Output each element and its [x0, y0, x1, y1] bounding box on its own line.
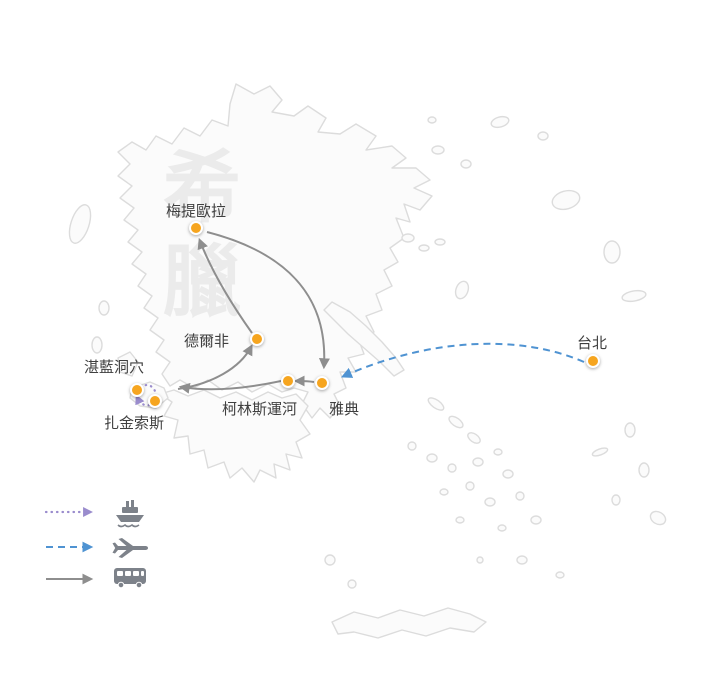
kefalonia-island	[117, 351, 139, 377]
city-label-blue-cave: 湛藍洞穴	[84, 358, 145, 376]
route-bus-corinth-zakynthos	[178, 380, 282, 394]
city-dot-meteora	[189, 221, 203, 235]
city-label-taipei: 台北	[577, 334, 608, 352]
city-dot-athens	[315, 376, 329, 390]
legend	[44, 500, 148, 589]
city-dot-corinth-canal	[281, 374, 295, 388]
city-label-meteora: 梅提歐拉	[166, 202, 227, 220]
plane-icon	[112, 538, 148, 558]
peloponnese-peninsula	[159, 389, 311, 483]
route-bus-meteora-athens	[206, 231, 330, 370]
euboea-island	[323, 301, 405, 377]
route-flight-taipei-athens	[340, 342, 585, 378]
city-dot-zakynthos	[148, 394, 162, 408]
city-label-zakynthos: 扎金索斯	[104, 414, 165, 432]
crete-island	[331, 607, 487, 639]
city-label-athens: 雅典	[329, 400, 360, 418]
route-bus-delphi-meteora	[197, 237, 253, 334]
city-dot-delphi	[250, 332, 264, 346]
city-label-delphi: 德爾非	[184, 332, 230, 350]
bus-icon	[114, 568, 146, 589]
legend-row-bus	[46, 568, 146, 589]
aegean-and-ionian-islands	[68, 115, 667, 589]
city-label-corinth-canal: 柯林斯運河	[222, 400, 298, 418]
city-dot-blue-cave	[130, 383, 144, 397]
route-ship-bluecave-zakynthos	[139, 383, 158, 395]
ship-icon	[116, 500, 144, 528]
country-watermark: 希臘	[150, 146, 240, 334]
city-dot-taipei	[586, 354, 600, 368]
legend-row-flight	[46, 538, 148, 558]
legend-row-ship	[44, 500, 144, 528]
route-bus-athens-corinth	[293, 375, 315, 387]
